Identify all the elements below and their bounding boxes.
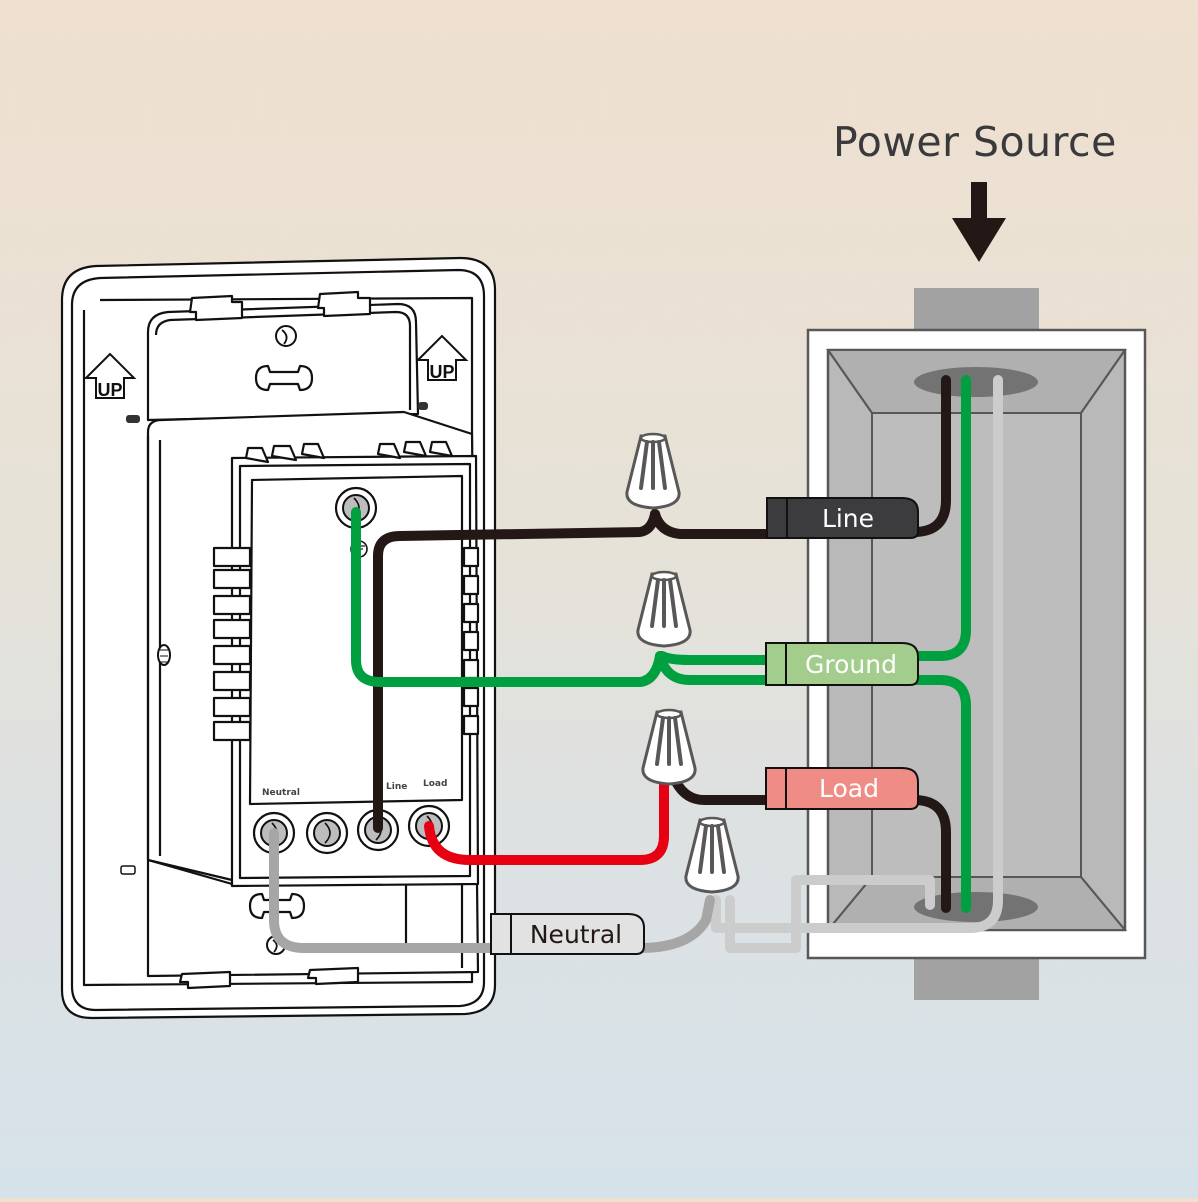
knockout-top <box>914 367 1038 397</box>
mounting-tab-top-right <box>316 290 372 318</box>
mounting-tab-bottom-left <box>178 970 232 990</box>
switch-wires <box>269 507 777 953</box>
wire-tag-ground-label: Ground <box>805 650 897 679</box>
terminal-block-ridges-top <box>244 440 454 464</box>
up-marker-right-text: UP <box>429 362 454 382</box>
wire-nut-line <box>625 432 681 510</box>
keyhole-slot-top <box>254 364 314 392</box>
wire-tag-neutral: Neutral <box>490 913 645 955</box>
wire-line-box-top <box>909 375 951 537</box>
smart-switch: UP UP <box>60 256 497 1020</box>
wire-tag-line-label: Line <box>822 504 874 533</box>
down-arrow-icon <box>952 182 1006 262</box>
terminal-label-neutral: Neutral <box>262 788 300 798</box>
wire-load-box <box>909 795 951 913</box>
power-source-title: Power Source <box>833 118 1117 166</box>
conduit-bottom <box>914 958 1039 1000</box>
wire-tag-line: Line <box>766 497 919 539</box>
wire-ground-switch <box>351 507 665 687</box>
conduit-top <box>914 288 1039 333</box>
junction-box <box>806 288 1147 1000</box>
up-marker-left-text: UP <box>97 380 122 400</box>
wire-tag-load: Load <box>765 767 919 810</box>
screw-hole-top <box>275 325 297 347</box>
wire-nut-neutral <box>684 816 740 894</box>
terminal-block-fins-right <box>462 546 480 736</box>
wire-line-switch <box>373 509 660 833</box>
up-marker-left: UP <box>83 352 137 400</box>
up-marker-right: UP <box>415 334 469 382</box>
wire-neutral-switch <box>269 828 501 953</box>
mounting-tab-top-left <box>188 294 244 322</box>
wire-tag-load-label: Load <box>819 774 879 803</box>
terminal-screw-unlabeled <box>305 811 349 855</box>
wire-neutral-box <box>711 375 1003 933</box>
wire-tag-neutral-label: Neutral <box>530 920 622 949</box>
terminal-label-line: Line <box>386 782 407 792</box>
housing-screw <box>157 644 171 666</box>
wire-nut-ground <box>636 570 692 648</box>
wire-nut-load <box>641 708 697 786</box>
wire-load-switch <box>424 777 669 865</box>
wire-tag-ground: Ground <box>765 642 919 686</box>
wire-ground-box <box>909 375 971 661</box>
box-wires <box>711 375 1003 953</box>
terminal-label-load: Load <box>423 779 447 789</box>
mounting-tab-bottom-right <box>306 966 360 986</box>
